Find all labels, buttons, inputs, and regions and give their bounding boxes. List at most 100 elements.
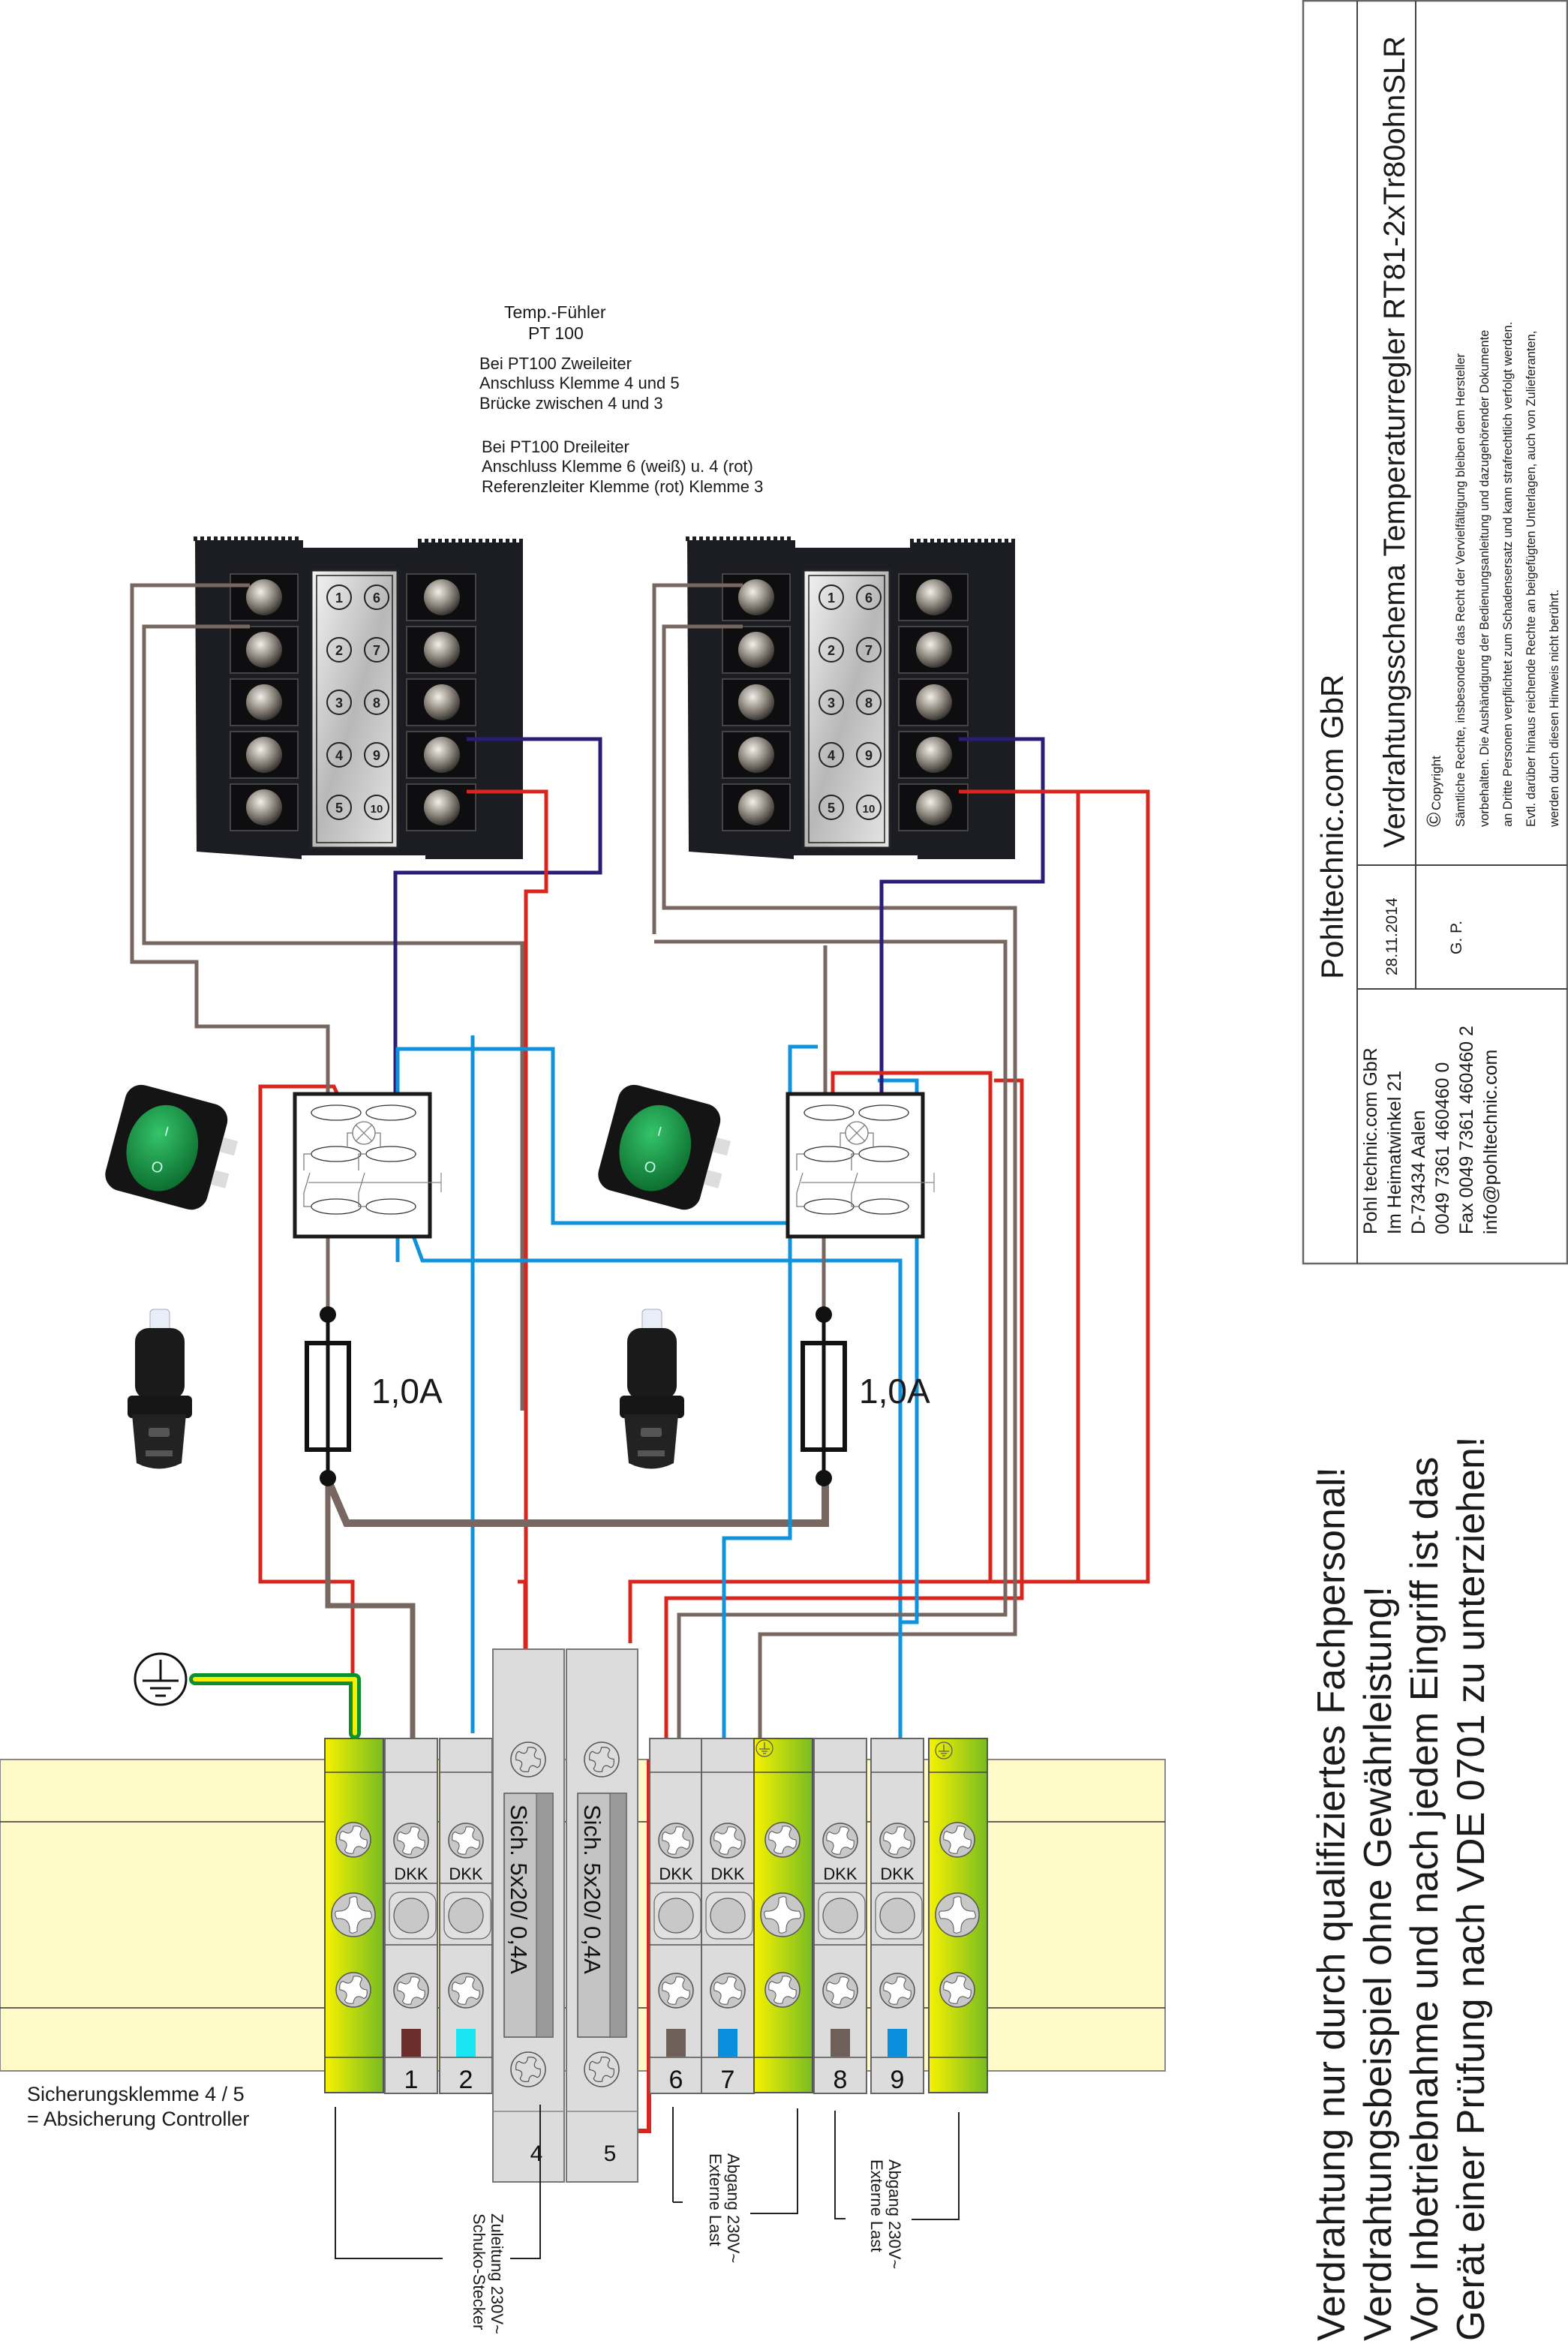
pe-terminal xyxy=(753,1738,813,2093)
terminal-number: 10 xyxy=(863,803,876,816)
terminal-screw-icon xyxy=(916,579,952,615)
wire-brown-ctrl1-t2 xyxy=(142,624,524,1411)
rocker-switch-photo: IO xyxy=(105,1084,239,1210)
document-date: 28.11.2014 xyxy=(1383,897,1401,975)
fuse-holder-photo xyxy=(128,1309,192,1469)
svg-text:Im Heimatwinkel 21: Im Heimatwinkel 21 xyxy=(1384,1071,1405,1234)
wire-red-ctrl1 xyxy=(467,789,548,1654)
svg-text:Abgang 230V~: Abgang 230V~ xyxy=(724,2153,743,2263)
output-2-label: Abgang 230V~ Externe Last xyxy=(867,2159,904,2269)
terminal-screw-icon xyxy=(424,737,460,773)
switch-contact xyxy=(804,1104,855,1121)
terminal-screw-icon xyxy=(424,632,460,668)
dkk-label: DKK xyxy=(880,1865,915,1883)
sensor-note: Temp.-Fühler PT 100 Bei PT100 Zweileiter… xyxy=(479,302,763,496)
switch-contact xyxy=(311,1198,362,1215)
terminal-number: 8 xyxy=(373,696,380,711)
terminal-screw-icon xyxy=(246,579,282,615)
document-title: Verdrahtungsschema Temperaturregler RT81… xyxy=(1378,36,1411,848)
svg-text:I: I xyxy=(163,1124,170,1140)
pe-terminal xyxy=(324,1738,384,2093)
svg-text:O: O xyxy=(149,1158,165,1177)
wire-darkblue-ctrl1 xyxy=(393,737,602,1107)
three-wire-line-1: Bei PT100 Dreileiter xyxy=(482,437,629,456)
switch-contact xyxy=(365,1104,416,1121)
terminal-number: 2 xyxy=(828,643,835,658)
terminal-number: 3 xyxy=(335,696,343,711)
wire-color-marker xyxy=(888,2029,907,2057)
dkk-label: DKK xyxy=(710,1865,745,1883)
terminal-screw-icon xyxy=(738,737,774,773)
terminal-number: 4 xyxy=(335,748,343,763)
terminal-number: 5 xyxy=(604,2141,617,2166)
svg-text:Externe Last: Externe Last xyxy=(867,2159,886,2252)
wire-red-switch2 xyxy=(664,1078,1024,1756)
title-block: Pohltechnic.com GbR Verdrahtungsschema T… xyxy=(1302,0,1568,1265)
wire-lightblue-to-t7 xyxy=(722,1044,818,1756)
terminal-number: 7 xyxy=(865,643,873,658)
wire-brown-to-t6 xyxy=(654,939,1008,1752)
two-wire-line-2: Anschluss Klemme 4 und 5 xyxy=(479,374,680,392)
supply-label: Zuleitung 230V~ Schuko-Stecker xyxy=(470,2213,506,2334)
svg-text:O: O xyxy=(642,1158,658,1177)
warning-3: Vor Inbetriebnahme und nach jedem Eingri… xyxy=(1403,1457,1446,2341)
terminal-number: 2 xyxy=(459,2066,473,2094)
switch-contact xyxy=(858,1146,909,1162)
test-socket xyxy=(448,1898,484,1934)
terminal-number: 6 xyxy=(373,591,380,606)
pe-wire xyxy=(189,1673,361,1739)
screw-icon xyxy=(935,1892,980,1937)
three-wire-line-3: Referenzleiter Klemme (rot) Klemme 3 xyxy=(482,477,763,496)
two-wire-line-1: Bei PT100 Zweileiter xyxy=(479,354,632,373)
terminal-number: 7 xyxy=(721,2066,735,2094)
switch-contact xyxy=(311,1104,362,1121)
svg-text:0049 7361 460460 0: 0049 7361 460460 0 xyxy=(1432,1062,1453,1234)
wire-lightblue-switch1-top xyxy=(395,1047,803,1225)
company-name: Pohltechnic.com GbR xyxy=(1314,675,1350,979)
fuse-holder-photo xyxy=(620,1309,684,1469)
terminal-number: 5 xyxy=(335,801,343,816)
terminal-screw-icon xyxy=(246,789,282,825)
three-wire-line-2: Anschluss Klemme 6 (weiß) u. 4 (rot) xyxy=(482,457,753,476)
svg-text:Evtl. darüber hinaus reichende: Evtl. darüber hinaus reichende Rechte an… xyxy=(1524,331,1538,827)
terminal-number: 1 xyxy=(335,591,343,606)
switch-contact xyxy=(858,1104,909,1121)
terminal-number: 8 xyxy=(834,2066,848,2094)
terminal-screw-icon xyxy=(916,737,952,773)
screw-icon xyxy=(331,1892,376,1937)
fuse-terminal-note-2: = Absicherung Controller xyxy=(27,2108,249,2130)
switch-contact xyxy=(804,1146,855,1162)
wire-red-switch1-in xyxy=(258,1084,355,1759)
terminal-number: 9 xyxy=(865,748,873,763)
rocker-switch-schematic xyxy=(293,1092,442,1239)
svg-text:Pohl technic.com GbR: Pohl technic.com GbR xyxy=(1360,1047,1381,1234)
warning-4: Gerät einer Prüfung nach VDE 0701 zu unt… xyxy=(1449,1437,1493,2341)
svg-text:Externe Last: Externe Last xyxy=(706,2153,725,2246)
svg-text:info@pohltechnic.com: info@pohltechnic.com xyxy=(1480,1050,1501,1234)
fuse-terminal-5: Sich. 5x20/ 0,4A5 xyxy=(566,1648,638,2183)
fuse-terminal-note-1: Sicherungsklemme 4 / 5 xyxy=(27,2083,245,2105)
warnings: Verdrahtung nur durch qualifiziertes Fac… xyxy=(1310,1437,1493,2341)
terminal-number: 3 xyxy=(828,696,835,711)
switch-contact xyxy=(858,1198,909,1215)
sensor-type: PT 100 xyxy=(528,323,584,343)
test-socket xyxy=(822,1898,858,1934)
terminal-label-plate xyxy=(802,569,891,849)
switch-contact xyxy=(804,1198,855,1215)
warning-1: Verdrahtung nur durch qualifiziertes Fac… xyxy=(1310,1467,1353,2341)
terminal-number: 10 xyxy=(371,803,383,816)
copyright-label: Copyright xyxy=(1429,756,1443,810)
terminal-number: 7 xyxy=(373,643,380,658)
terminal-number: 6 xyxy=(865,591,873,606)
terminal-number: 1 xyxy=(828,591,835,606)
fuse-1-rating: 1,0A xyxy=(371,1372,443,1411)
dkk-label: DKK xyxy=(394,1865,428,1883)
svg-text:Zuleitung 230V~: Zuleitung 230V~ xyxy=(488,2213,506,2334)
output-1-label: Abgang 230V~ Externe Last xyxy=(706,2153,743,2263)
wire-color-marker xyxy=(456,2029,476,2057)
terminal-screw-icon xyxy=(916,789,952,825)
power-button-icon xyxy=(619,1104,692,1192)
